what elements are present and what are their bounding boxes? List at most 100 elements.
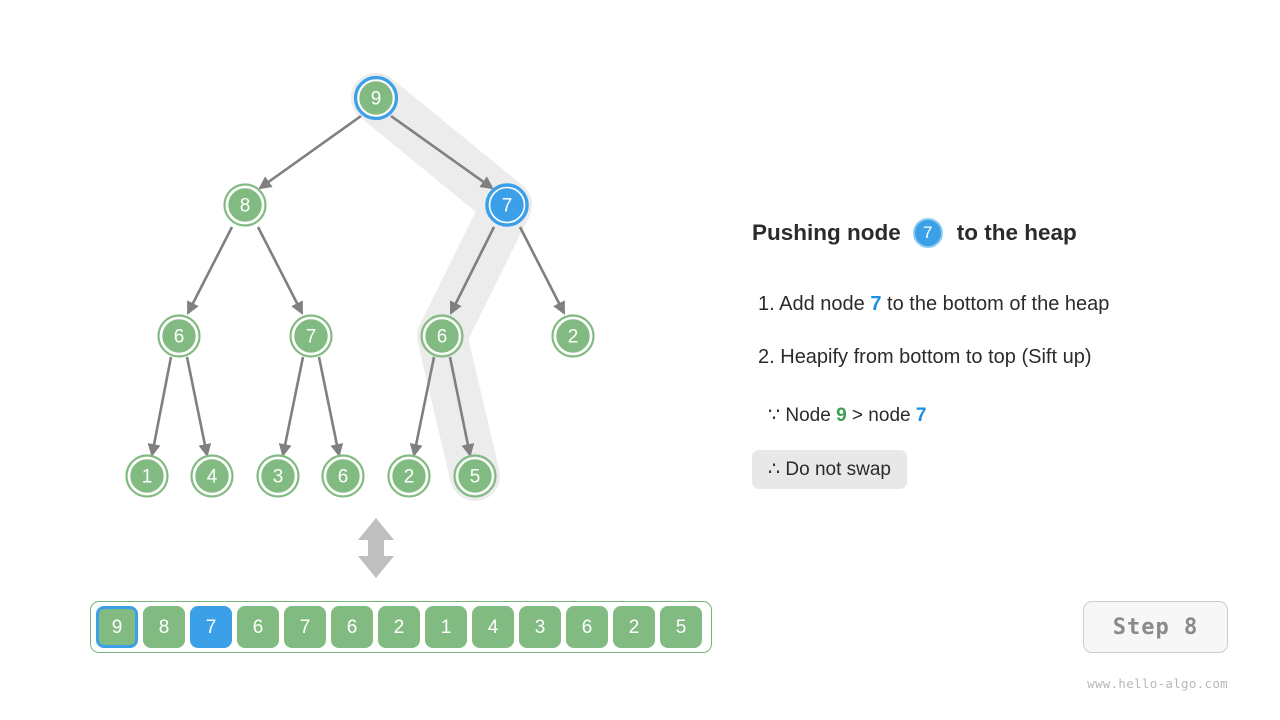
array-cell[interactable]: 2 — [613, 606, 655, 648]
node-label: 5 — [470, 467, 481, 488]
edge-n1-n3 — [186, 226, 234, 315]
node-outer-ring — [321, 454, 365, 498]
step-item-1: 1. Add node 7 to the bottom of the heap — [758, 294, 1109, 314]
node-circle — [456, 457, 494, 495]
edge-n1-n4 — [256, 226, 304, 315]
edge-n2-n5 — [449, 226, 496, 315]
tree-node-n8[interactable]: 4 — [190, 454, 234, 498]
tree-node-n5[interactable]: 6 — [420, 314, 464, 358]
array-cell[interactable]: 7 — [284, 606, 326, 648]
step-text-before: Add node — [774, 293, 871, 315]
title-prefix: Pushing node — [752, 220, 901, 245]
node-value-badge: 7 — [912, 218, 943, 248]
tree-node-n3[interactable]: 6 — [157, 314, 201, 358]
node-outer-ring — [387, 454, 431, 498]
array-cell[interactable]: 1 — [425, 606, 467, 648]
node-circle — [128, 457, 166, 495]
node-outer-ring — [223, 183, 267, 227]
array-cell[interactable]: 2 — [378, 606, 420, 648]
edge-n4-n9 — [278, 356, 305, 458]
tree-node-n9[interactable]: 3 — [256, 454, 300, 498]
tree-node-n4[interactable]: 7 — [289, 314, 333, 358]
array-cell[interactable]: 5 — [660, 606, 702, 648]
node-outer-ring — [551, 314, 595, 358]
tree-array-link-icon — [358, 518, 394, 578]
node-circle — [160, 317, 198, 355]
tree-node-n11[interactable]: 2 — [387, 454, 431, 498]
tree-svg: 9 8 7 6 7 6 2 — [125, 73, 595, 578]
node-circle — [292, 317, 330, 355]
node-label: 3 — [273, 467, 284, 488]
array-cell[interactable]: 7 — [190, 606, 232, 648]
edge-n5-n11 — [409, 356, 436, 458]
array-cell[interactable]: 3 — [519, 606, 561, 648]
node-outer-ring — [256, 454, 300, 498]
step-number: 2. — [758, 346, 775, 368]
node-label: 8 — [240, 196, 251, 217]
conclusion-badge: ∴ Do not swap — [752, 450, 907, 489]
step-item-2: 2. Heapify from bottom to top (Sift up) — [758, 347, 1091, 367]
array-cell[interactable]: 4 — [472, 606, 514, 648]
tree-node-n2[interactable]: 7 — [485, 183, 529, 227]
step-number: 1. — [758, 293, 775, 315]
edge-n5-n12 — [448, 356, 475, 458]
watermark: www.hello-algo.com — [1087, 676, 1228, 691]
step-text-before: Heapify from bottom to top (Sift up) — [774, 346, 1092, 368]
step-value: 7 — [870, 293, 882, 315]
edge-n4-n10 — [317, 356, 344, 458]
heap-tree-diagram: 9 8 7 6 7 6 2 — [125, 73, 595, 578]
node-label: 2 — [568, 327, 579, 348]
node-outer-ring — [353, 75, 399, 121]
step-text-after: to the bottom of the heap — [881, 293, 1110, 315]
edge-n0-n2 — [390, 114, 494, 190]
array-cell[interactable]: 6 — [566, 606, 608, 648]
node-circle — [357, 79, 395, 117]
array-cell[interactable]: 6 — [237, 606, 279, 648]
page-title: Pushing node 7 to the heap — [752, 216, 1077, 250]
node-circle — [488, 186, 526, 224]
tree-node-n1[interactable]: 8 — [223, 183, 267, 227]
node-label: 1 — [142, 467, 153, 488]
node-outer-ring — [289, 314, 333, 358]
highlight-path — [351, 73, 532, 501]
node-circle — [423, 317, 461, 355]
tree-node-n6[interactable]: 2 — [551, 314, 595, 358]
node-label: 2 — [404, 467, 415, 488]
node-circle — [193, 457, 231, 495]
node-label: 6 — [174, 327, 185, 348]
node-circle — [390, 457, 428, 495]
node-outer-ring — [453, 454, 497, 498]
edge-n3-n8 — [185, 356, 212, 458]
conclusion-text: Do not swap — [780, 459, 891, 480]
reason-statement: ∵ Node 9 > node 7 — [768, 406, 926, 425]
edge-n3-n7 — [147, 356, 173, 458]
tree-node-n12[interactable]: 5 — [453, 454, 497, 498]
node-outer-ring — [190, 454, 234, 498]
tree-node-n7[interactable]: 1 — [125, 454, 169, 498]
node-label: 7 — [306, 327, 317, 348]
array-cell[interactable]: 9 — [96, 606, 138, 648]
explanation-panel: Pushing node 7 to the heap 1. Add node 7… — [752, 0, 1280, 720]
therefore-symbol: ∴ — [768, 459, 781, 480]
node-circle — [554, 317, 592, 355]
node-outer-ring — [420, 314, 464, 358]
reason-text-middle: > node — [846, 405, 916, 426]
heap-array: 9 8 7 6 7 6 2 1 4 3 6 2 5 — [90, 601, 712, 653]
node-label: 4 — [207, 467, 218, 488]
node-outer-ring — [157, 314, 201, 358]
step-counter-badge: Step 8 — [1083, 601, 1228, 653]
tree-node-n10[interactable]: 6 — [321, 454, 365, 498]
array-cell[interactable]: 8 — [143, 606, 185, 648]
array-cell[interactable]: 6 — [331, 606, 373, 648]
node-label: 7 — [502, 196, 513, 217]
node-circle — [226, 186, 264, 224]
edge-n0-n1 — [258, 114, 362, 190]
node-label: 6 — [437, 327, 448, 348]
reason-value-b: 7 — [915, 405, 927, 426]
reason-text-before: Node — [780, 405, 837, 426]
tree-node-n0[interactable]: 9 — [353, 75, 399, 121]
edge-n2-n6 — [518, 226, 566, 315]
node-circle — [324, 457, 362, 495]
tree-edges — [147, 114, 566, 458]
node-label: 6 — [338, 467, 349, 488]
